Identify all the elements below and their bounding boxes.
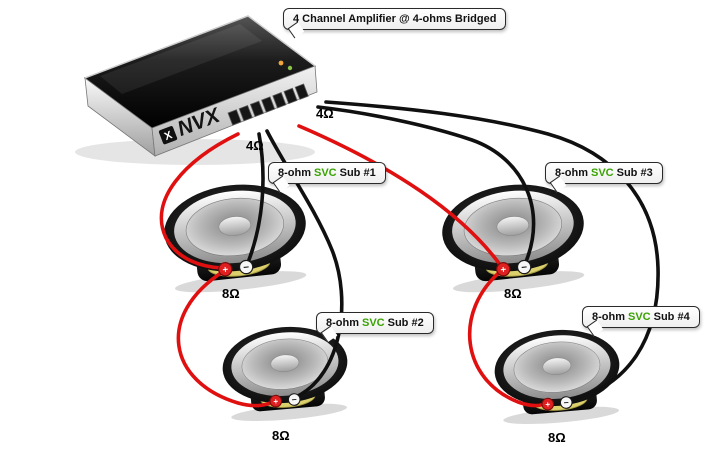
sub2-callout: 8-ohm SVC Sub #2 <box>316 312 434 334</box>
amp-shadow <box>75 139 315 165</box>
sub1-dustcap <box>218 216 252 236</box>
wire-red-amp-to-sub1 <box>159 132 240 270</box>
sub2-dustcap <box>270 354 300 372</box>
terminal-block <box>227 109 242 126</box>
terminal-block <box>283 87 298 105</box>
sub4-callout-svc: SVC <box>628 311 651 323</box>
amp-callout-text: 4 Channel Amplifier @ 4-ohms Bridged <box>293 13 497 25</box>
sub2-callout-prefix: 8-ohm <box>326 317 359 329</box>
sub4-plus-sign: + <box>545 399 551 409</box>
terminal-block <box>249 100 264 118</box>
impedance-label-sub3: 8Ω <box>504 286 522 301</box>
sub4-callout: 8-ohm SVC Sub #4 <box>582 306 700 328</box>
sub4-dustcap <box>542 357 572 375</box>
sub1-shadow <box>175 271 307 293</box>
sub1-callout-svc: SVC <box>314 167 337 179</box>
sub4-callout-suffix: Sub #4 <box>653 311 690 323</box>
sub2-negative-terminal <box>287 393 301 406</box>
sub1-negative-terminal <box>238 259 254 275</box>
terminal-block <box>294 83 309 100</box>
sub1-minus-sign: − <box>243 262 250 274</box>
sub4-minus-sign: − <box>563 397 569 407</box>
sub1-callout-prefix: 8-ohm <box>278 167 311 179</box>
sub4-shadow <box>503 406 620 424</box>
subwoofer-3 <box>442 184 585 293</box>
sub3-callout: 8-ohm SVC Sub #3 <box>545 162 663 184</box>
sub1-callout: 8-ohm SVC Sub #1 <box>268 162 386 184</box>
sub2-callout-suffix: Sub #2 <box>387 317 424 329</box>
sub3-negative-terminal <box>516 259 532 275</box>
sub2-plus-sign: + <box>273 396 279 406</box>
amp-led-green <box>287 65 293 71</box>
amplifier: X NVX <box>75 15 318 165</box>
impedance-label-sub4: 8Ω <box>548 430 566 445</box>
sub4-terminals: + − <box>541 396 573 411</box>
sub2-terminals: + − <box>269 393 301 408</box>
subwoofer-4 <box>494 329 620 424</box>
amp-edge-highlight <box>84 15 316 79</box>
sub3-callout-svc: SVC <box>591 167 614 179</box>
sub3-terminals: + − <box>496 259 532 277</box>
terminal-block <box>261 96 276 113</box>
wire-black-sub1-to-amp <box>245 132 265 267</box>
subwoofer-1 <box>164 184 307 293</box>
wire-black-sub3-to-amp <box>316 105 536 266</box>
wire-red-sub1-to-sub2 <box>176 269 276 408</box>
impedance-label-amp-right: 4Ω <box>316 106 334 121</box>
wire-red-sub3-to-sub4 <box>467 268 548 408</box>
sub3-plus-sign: + <box>500 264 507 276</box>
terminal-block <box>272 92 287 109</box>
sub1-callout-suffix: Sub #1 <box>339 167 376 179</box>
impedance-label-sub1: 8Ω <box>222 286 240 301</box>
amp-led-orange <box>278 60 284 66</box>
nvx-logo-icon <box>158 126 178 145</box>
sub2-shadow <box>231 403 348 421</box>
sub4-positive-terminal <box>541 397 555 411</box>
terminal-block <box>238 104 253 122</box>
amp-top-sheen <box>100 24 262 94</box>
sub1-terminals: + − <box>218 259 254 277</box>
sub2-callout-svc: SVC <box>362 317 385 329</box>
sub3-callout-suffix: Sub #3 <box>616 167 653 179</box>
sub3-positive-terminal <box>496 262 511 277</box>
impedance-label-sub2: 8Ω <box>272 428 290 443</box>
nvx-logo-x: X <box>163 129 175 143</box>
amp-terminal-blocks <box>227 83 309 126</box>
sub2-minus-sign: − <box>291 394 297 404</box>
sub3-dustcap <box>496 216 530 236</box>
wire-red-amp-to-sub3 <box>297 124 503 268</box>
sub2-positive-terminal <box>269 394 283 408</box>
sub4-negative-terminal <box>559 396 573 409</box>
sub3-callout-prefix: 8-ohm <box>555 167 588 179</box>
sub1-plus-sign: + <box>222 264 229 276</box>
amp-callout: 4 Channel Amplifier @ 4-ohms Bridged <box>283 8 507 30</box>
sub3-minus-sign: − <box>521 262 528 274</box>
sub4-callout-prefix: 8-ohm <box>592 311 625 323</box>
sub1-positive-terminal <box>218 262 233 277</box>
impedance-label-amp-left: 4Ω <box>246 138 264 153</box>
